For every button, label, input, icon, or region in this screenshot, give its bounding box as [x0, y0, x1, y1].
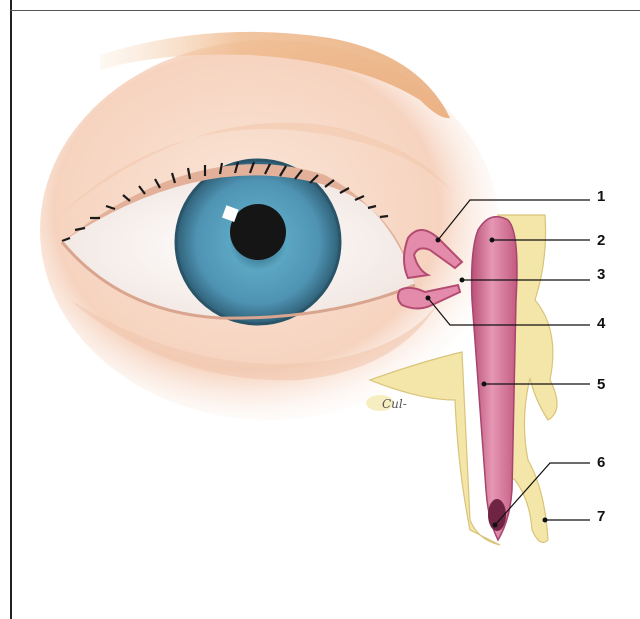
- callout-label-5: 5: [597, 376, 605, 393]
- callout-label-2: 2: [597, 232, 605, 249]
- artist-signature: Cul-: [382, 397, 407, 411]
- nasolacrimal-duct: [472, 217, 517, 540]
- callout-label-4: 4: [597, 315, 606, 332]
- callout-label-3: 3: [597, 266, 605, 283]
- callout-label-1: 1: [597, 188, 605, 205]
- pupil: [230, 204, 286, 260]
- callout-label-6: 6: [597, 454, 605, 471]
- callout-label-7: 7: [597, 508, 605, 525]
